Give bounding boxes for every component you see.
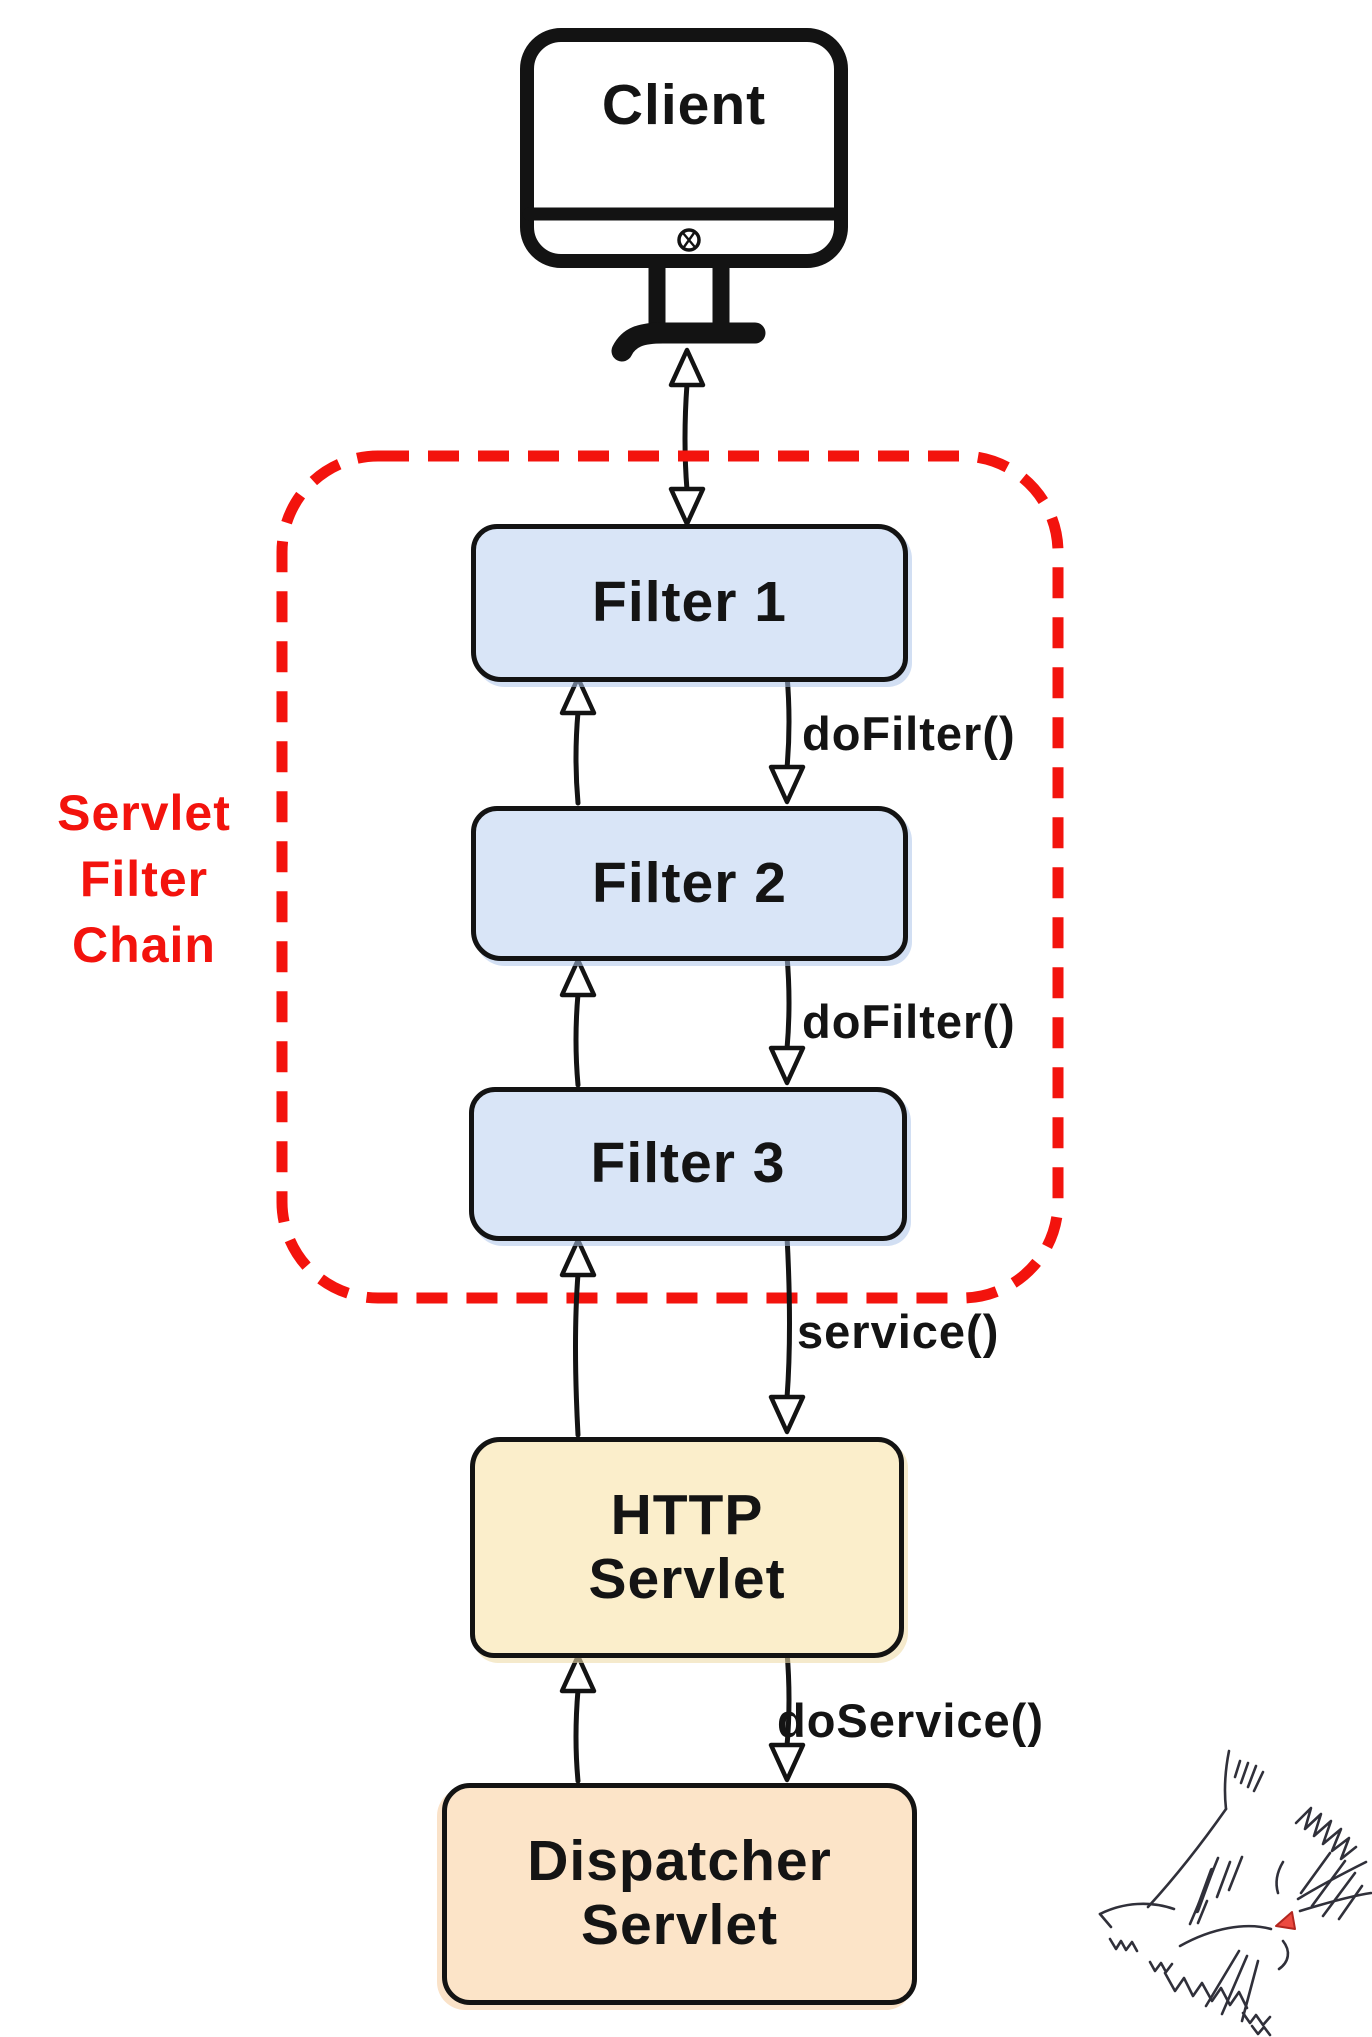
dispatcher-servlet-box: Dispatcher Servlet xyxy=(442,1783,917,2005)
client-label: Client xyxy=(601,73,767,137)
dispatcher-servlet-label-line2: Servlet xyxy=(580,1893,779,1957)
httpservlet-dispatcher-arrows xyxy=(559,1649,806,1784)
filter-1-box: Filter 1 xyxy=(471,524,908,682)
client-monitor-icon xyxy=(520,28,848,362)
dispatcher-servlet-label-line1: Dispatcher xyxy=(527,1829,832,1894)
filter-chain-label: Servlet Filter Chain xyxy=(26,780,262,978)
dofilter-label-1: doFilter() xyxy=(802,707,1016,760)
filter-1-label: Filter 1 xyxy=(592,570,787,635)
filter-chain-label-line2: Filter xyxy=(79,851,209,907)
filter-chain-label-line3: Chain xyxy=(72,917,216,973)
filter-2-box: Filter 2 xyxy=(471,806,908,961)
filter1-filter2-arrows xyxy=(559,672,806,806)
doservice-label: doService() xyxy=(777,1694,1044,1747)
http-servlet-label-line1: HTTP xyxy=(610,1482,764,1547)
filter3-httpservlet-arrows xyxy=(559,1233,806,1438)
http-servlet-label-line2: Servlet xyxy=(588,1546,786,1611)
filter-chain-label-line1: Servlet xyxy=(57,785,231,841)
filter2-filter3-arrows xyxy=(559,953,806,1088)
dofilter-label-2: doFilter() xyxy=(802,995,1016,1048)
filter-2-label: Filter 2 xyxy=(592,850,787,915)
filter-3-label: Filter 3 xyxy=(590,1131,786,1196)
client-filter1-arrow xyxy=(668,347,706,527)
service-label: service() xyxy=(797,1305,1000,1358)
filter-3-box: Filter 3 xyxy=(469,1087,907,1241)
cat-sketch-icon xyxy=(1098,1749,1372,2037)
filter-chain-outline xyxy=(276,450,1064,1304)
http-servlet-box: HTTP Servlet xyxy=(470,1437,904,1658)
